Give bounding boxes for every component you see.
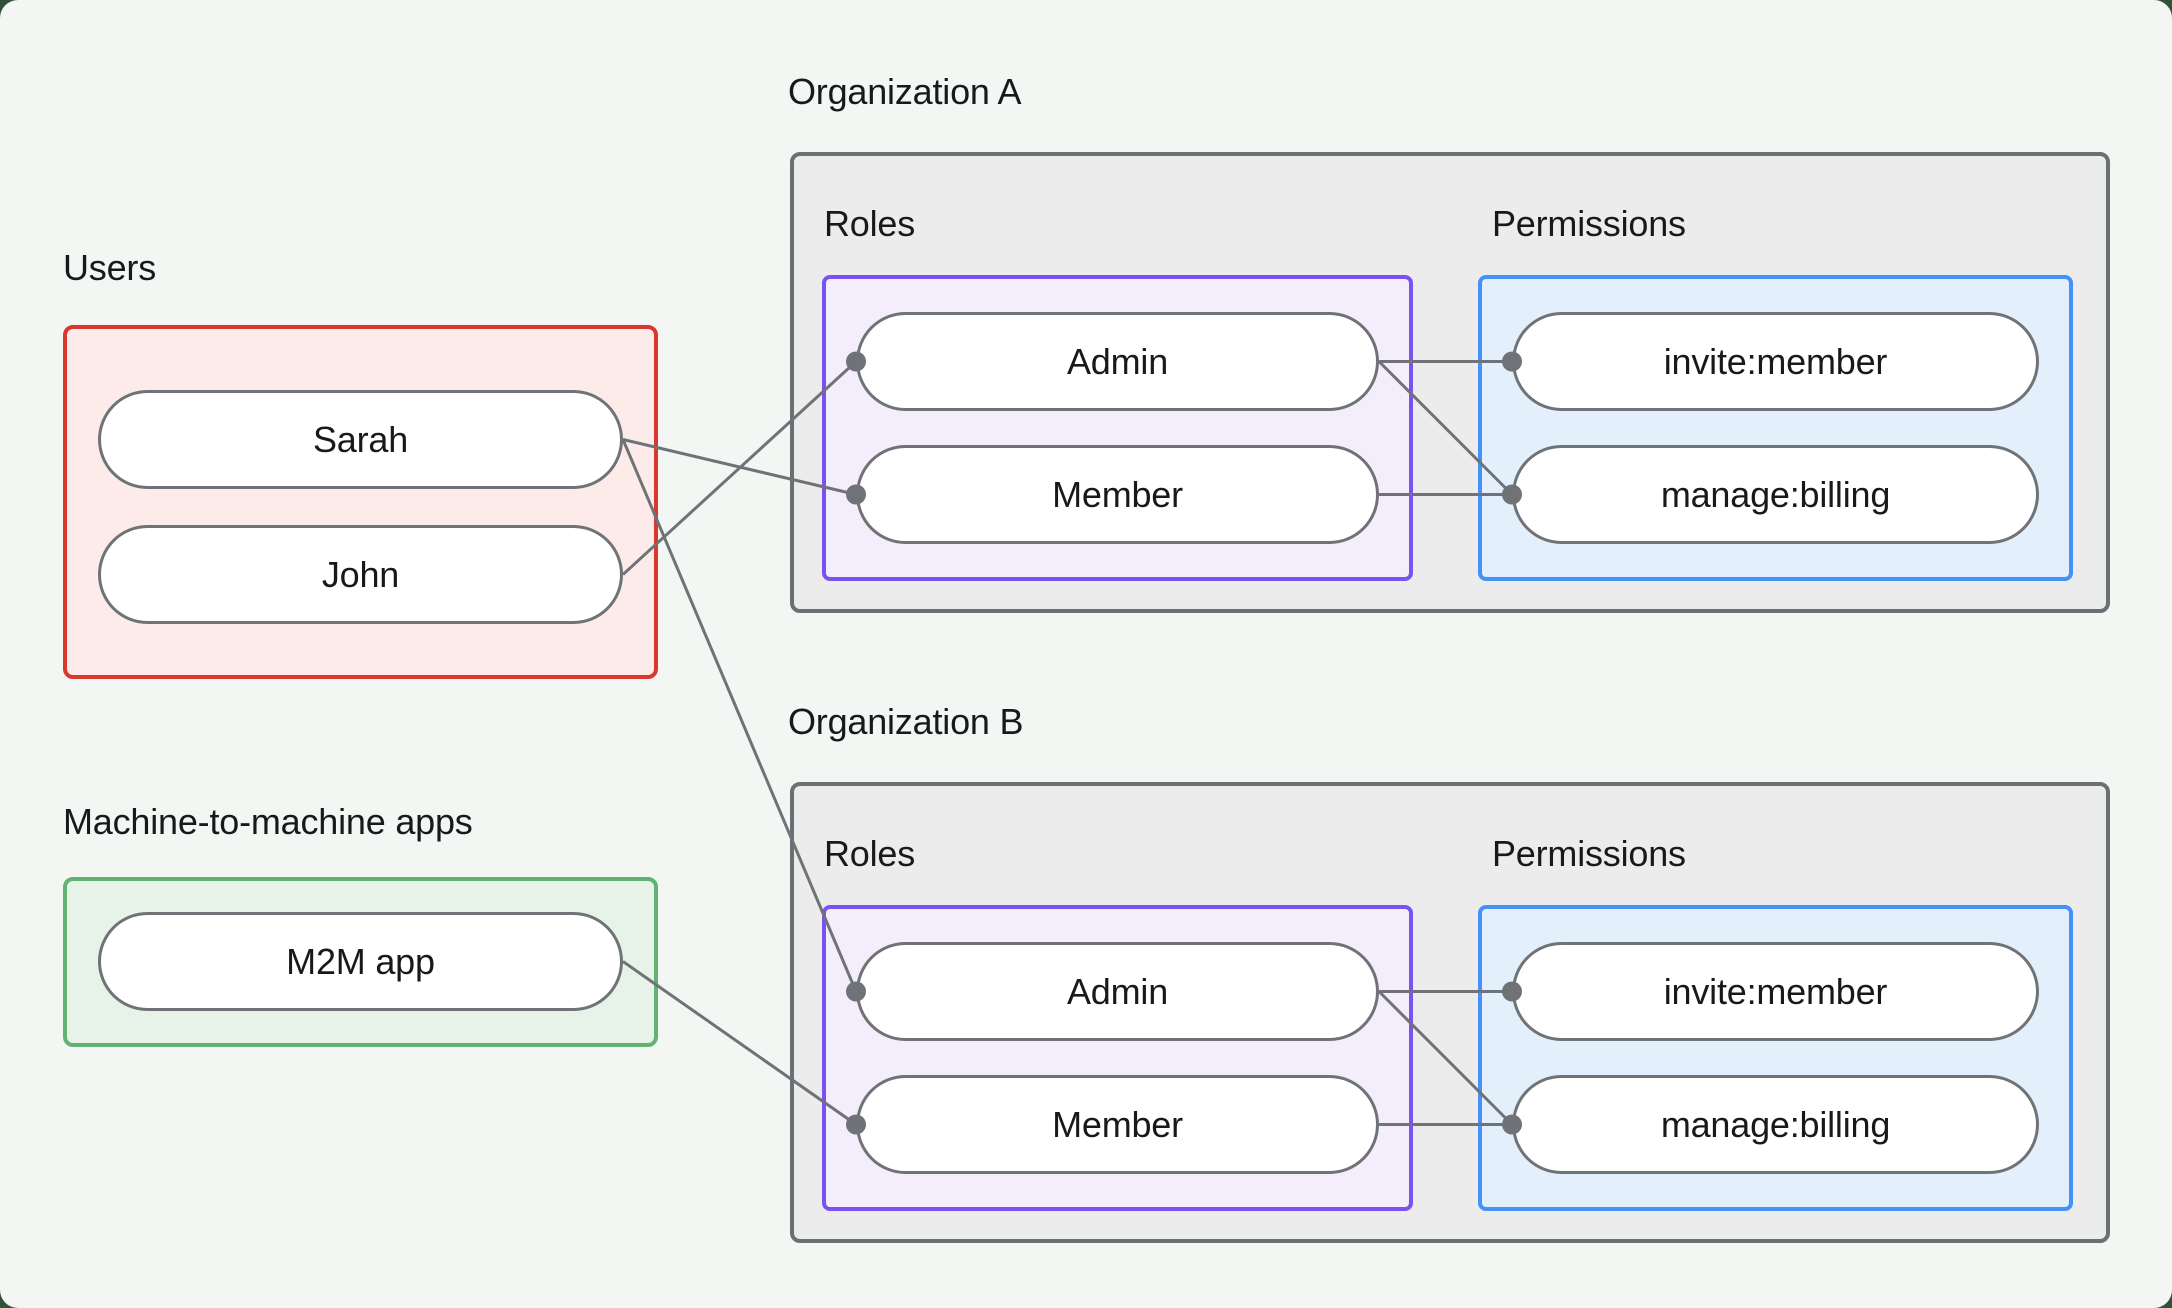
org-b-permission-manage-billing: manage:billing (1512, 1075, 2039, 1174)
role-node-label: Member (1052, 473, 1183, 515)
org-a-permissions-box: invite:member manage:billing (1478, 275, 2073, 581)
user-node-label: Sarah (312, 418, 409, 460)
org-a-permission-manage-billing: manage:billing (1512, 445, 2039, 544)
org-a-title: Organization A (788, 71, 1022, 112)
role-node-label: Admin (1066, 970, 1169, 1012)
user-node-label: John (321, 553, 400, 595)
m2m-app-node: M2M app (98, 912, 623, 1011)
permission-node-label: manage:billing (1660, 473, 1891, 515)
permission-node-label: invite:member (1663, 970, 1888, 1012)
org-a-box: Roles Permissions Admin Member invite:me… (790, 152, 2110, 613)
org-b-permission-invite-member: invite:member (1512, 942, 2039, 1041)
permission-node-label: invite:member (1663, 340, 1888, 382)
users-group-box: Sarah John (63, 325, 658, 679)
org-a-role-member: Member (856, 445, 1379, 544)
m2m-group-label: Machine-to-machine apps (63, 801, 473, 842)
org-a-roles-label: Roles (824, 203, 916, 244)
user-node-sarah: Sarah (98, 390, 623, 489)
org-b-roles-box: Admin Member (822, 905, 1413, 1211)
org-a-permission-invite-member: invite:member (1512, 312, 2039, 411)
org-b-roles-label: Roles (824, 833, 916, 874)
org-b-role-admin: Admin (856, 942, 1379, 1041)
org-b-box: Roles Permissions Admin Member invite:me… (790, 782, 2110, 1243)
org-a-role-admin: Admin (856, 312, 1379, 411)
org-a-permissions-label: Permissions (1492, 203, 1686, 244)
org-b-title: Organization B (788, 701, 1024, 742)
org-b-role-member: Member (856, 1075, 1379, 1174)
users-group-label: Users (63, 247, 157, 288)
m2m-app-node-label: M2M app (286, 940, 435, 982)
org-b-permissions-label: Permissions (1492, 833, 1686, 874)
org-a-roles-box: Admin Member (822, 275, 1413, 581)
user-node-john: John (98, 525, 623, 624)
role-node-label: Admin (1066, 340, 1169, 382)
org-b-permissions-box: invite:member manage:billing (1478, 905, 2073, 1211)
role-node-label: Member (1052, 1103, 1183, 1145)
m2m-group-box: M2M app (63, 877, 658, 1047)
permission-node-label: manage:billing (1660, 1103, 1891, 1145)
